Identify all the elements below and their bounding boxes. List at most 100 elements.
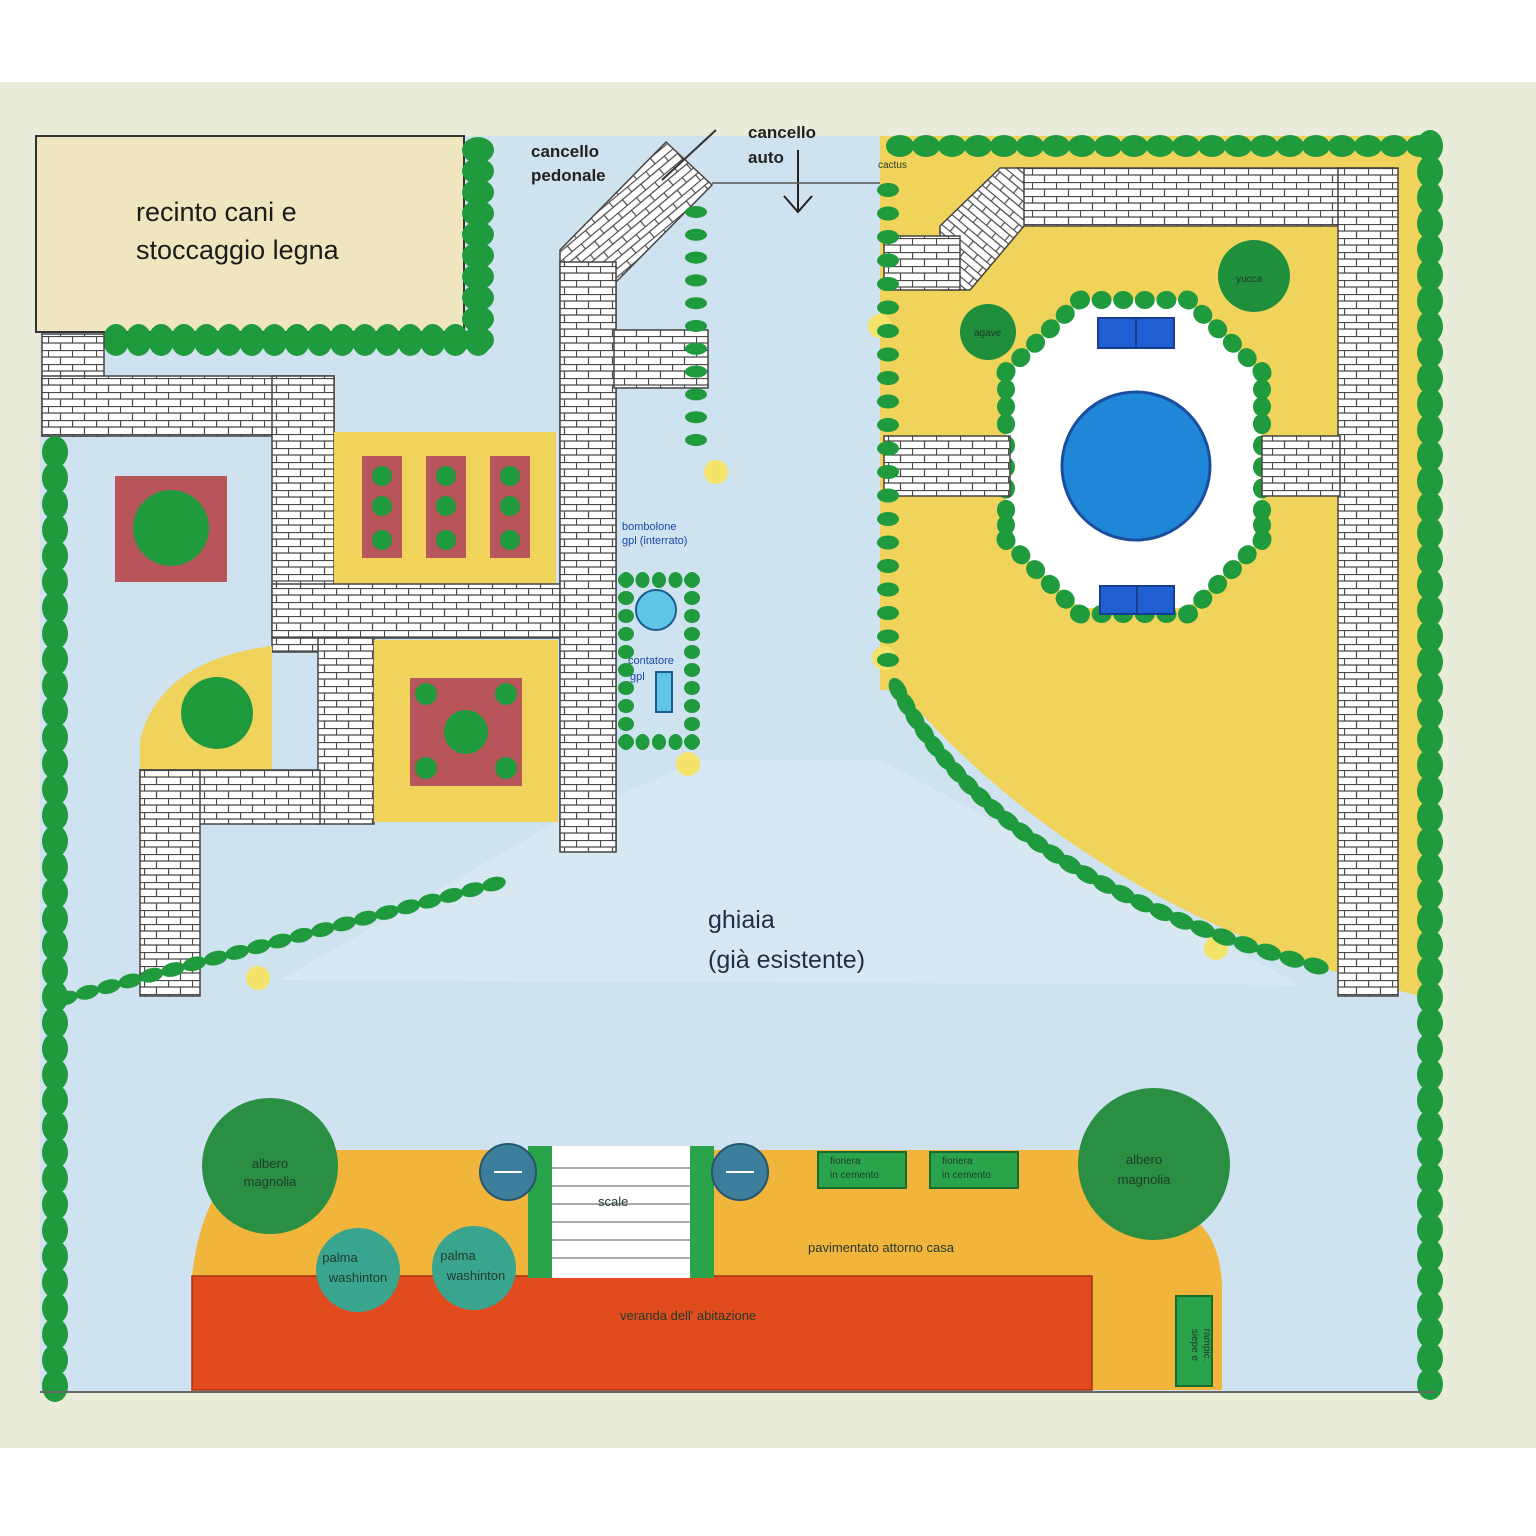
hedge-shrub [685, 411, 707, 424]
veranda-label: veranda dell' abitazione [620, 1308, 756, 1323]
hedge-shrub [877, 535, 899, 550]
hedge-shrub [1417, 955, 1443, 988]
hedge-shrub [311, 922, 335, 938]
hedge-shrub [1224, 135, 1252, 157]
planter-1-label-1: fioriera [830, 1156, 861, 1167]
dog-area-hedge [103, 137, 494, 356]
hedge-shrub [42, 799, 68, 832]
hedge-shrub [1303, 957, 1329, 975]
cactus-label: cactus [878, 160, 907, 171]
hedge-shrub [306, 324, 333, 356]
hedge-shrub [1237, 545, 1257, 565]
hedge-shrub [684, 591, 700, 605]
hedge-shrub [332, 916, 356, 932]
car-gate-label-1: cancello [748, 123, 816, 142]
brick-path [317, 637, 375, 825]
gas-tank-label-2: gpl (interrato) [622, 535, 687, 547]
hedge-shrub [1253, 396, 1271, 417]
hedge-shrub [877, 183, 899, 197]
magnolia-tree [1078, 1088, 1230, 1240]
palm-tree [432, 1226, 516, 1310]
hedge-shrub [652, 572, 666, 588]
hedge-shrub [42, 1110, 68, 1143]
hedge-shrub [42, 513, 68, 546]
hedge-shrub [42, 565, 68, 598]
hedge-shrub [877, 559, 899, 573]
hedge-shrub [684, 645, 700, 659]
hedge-shrub [1417, 336, 1443, 369]
hedge-shrub [193, 324, 220, 356]
curved-hedge [888, 677, 1329, 975]
hedge-shrub [419, 324, 446, 356]
dog-area [35, 135, 465, 333]
hedge-shrub [1328, 135, 1356, 157]
hedge-shrub [42, 1214, 68, 1247]
car-gate-label-2: auto [748, 148, 784, 167]
magnolia-left-label-2: magnolia [244, 1174, 298, 1189]
hedge-shrub [618, 681, 634, 695]
hedge-shrub [462, 242, 494, 269]
hedge-shrub [1417, 362, 1443, 395]
hedge-shrub [246, 939, 271, 955]
hedge-shrub [1354, 135, 1382, 157]
hedge-shrub [1417, 1084, 1443, 1117]
hedge-shrub [1208, 319, 1228, 339]
car-gate-arrow-head [783, 195, 813, 214]
hedge-shrub [42, 461, 68, 494]
hedge-shrub [997, 396, 1015, 417]
hedge-shrub [877, 441, 899, 456]
hedge-shrub [1211, 928, 1237, 946]
side-planter-label-2: rampic. [1201, 1329, 1212, 1362]
hedge-shrub [42, 954, 68, 987]
hedge-shrub [396, 899, 421, 915]
driveway-hedge [685, 206, 707, 446]
tree [444, 710, 488, 754]
hedge-shrub [684, 627, 700, 641]
agave-label: agave [974, 328, 1002, 339]
hedge-shrub [1417, 258, 1443, 291]
hedge-shrub [42, 903, 68, 935]
hedge-shrub [1417, 903, 1443, 936]
hedge-shrub [684, 609, 700, 623]
hedge-shrub [1417, 1264, 1443, 1297]
hedge-shrub [1417, 749, 1443, 781]
hedge-shrub [1253, 500, 1271, 520]
gas-tank-hedge [618, 572, 700, 750]
hedge-shrub [289, 927, 314, 943]
hedge-shrub [990, 135, 1018, 157]
hedge-shrub [42, 1006, 68, 1039]
gas-meter [655, 671, 673, 713]
raised-bed [426, 456, 466, 558]
hedge-shrub [1417, 1135, 1443, 1168]
hedge-shrub [261, 324, 288, 356]
hedge-shrub [877, 465, 899, 479]
gravel-label-2: (già esistente) [708, 946, 865, 974]
hedge-shrub [618, 573, 634, 587]
hedge-shrub [877, 653, 899, 667]
hedge-shrub [997, 379, 1015, 400]
hedge-shrub [877, 230, 899, 244]
hedge-shrub [42, 1292, 68, 1325]
hedge-diagonal [54, 876, 506, 1006]
stair-planter [690, 1146, 714, 1278]
hedge-shrub [1417, 1032, 1443, 1065]
tree [181, 677, 253, 749]
hedge-shrub [462, 158, 494, 185]
hedge-shrub [877, 394, 899, 409]
hedge-shrub [618, 609, 634, 623]
hedge-shrub [42, 1240, 68, 1273]
hedge-shrub [877, 347, 899, 362]
hedge-shrub [216, 324, 243, 356]
brick-path [883, 435, 1011, 497]
hedge-shrub [684, 699, 700, 713]
hedge-shrub [182, 956, 207, 972]
hedge-shrub [877, 277, 899, 291]
hedge-shrub [42, 980, 68, 1013]
magnolia-right-label-1: albero [1126, 1152, 1162, 1167]
hedge-shrub [1120, 135, 1148, 157]
hedge-shrub [1070, 604, 1090, 624]
hedge-shrub [1417, 1368, 1443, 1400]
hedge-shrub [1417, 181, 1443, 214]
hedge-shrub [1417, 1342, 1443, 1375]
hedge-shrub [877, 371, 899, 385]
